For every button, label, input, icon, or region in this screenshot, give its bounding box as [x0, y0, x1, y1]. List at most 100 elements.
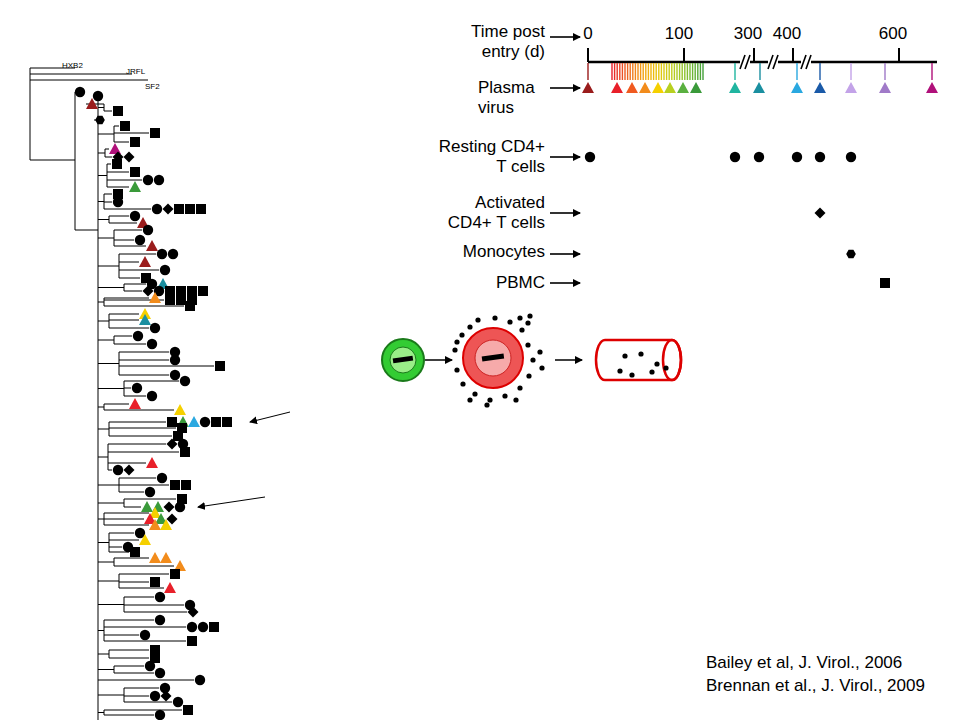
figure-part — [107, 187, 129, 188]
figure-part — [622, 353, 627, 358]
figure-part — [104, 410, 174, 411]
sample-symbol — [164, 502, 175, 513]
figure-part — [517, 385, 522, 390]
figure-part — [475, 340, 511, 376]
sample-symbol — [160, 519, 172, 530]
sample-symbol — [113, 465, 123, 475]
figure-part — [98, 266, 119, 267]
sample-symbol — [170, 480, 180, 490]
figure-part — [588, 61, 937, 64]
figure-part — [104, 209, 151, 210]
figure-part — [467, 397, 472, 402]
figure-part — [622, 63, 623, 80]
sample-symbol — [124, 152, 135, 163]
figure-part — [460, 381, 465, 386]
figure-part — [119, 270, 159, 271]
row-label: Time post entry (d) — [450, 22, 545, 63]
sample-symbol — [170, 569, 180, 579]
figure-part — [109, 533, 134, 534]
sample-symbol — [846, 152, 856, 162]
axis-tick-label: 0 — [579, 24, 597, 44]
figure-part — [700, 63, 701, 80]
figure-part — [550, 253, 580, 255]
figure-part — [124, 388, 131, 389]
sample-symbol — [211, 417, 221, 427]
figure-part — [98, 519, 104, 520]
figure-part — [530, 357, 535, 362]
figure-part — [124, 284, 146, 285]
figure-part — [104, 519, 144, 520]
figure-part — [683, 48, 685, 62]
figure-part — [643, 63, 644, 80]
sample-symbol — [152, 204, 162, 214]
figure-part — [104, 194, 112, 195]
figure-part — [104, 627, 186, 628]
sample-symbol — [150, 128, 160, 138]
pointer-arrow — [198, 497, 265, 507]
figure-part — [114, 230, 142, 231]
figure-part — [684, 63, 685, 80]
figure-part — [661, 63, 662, 80]
figure-part — [459, 332, 464, 337]
figure-part — [656, 63, 657, 80]
figure-part — [587, 48, 589, 62]
sample-symbol — [129, 398, 141, 409]
row-label: PBMC — [465, 273, 545, 293]
figure-part — [119, 478, 156, 479]
sample-symbol — [585, 152, 595, 162]
sample-symbol — [183, 705, 193, 715]
sample-symbol — [143, 286, 154, 297]
row-label: Plasma virus — [478, 78, 553, 119]
sample-symbol — [149, 519, 161, 530]
figure-part — [114, 673, 154, 674]
sample-symbol — [150, 577, 160, 587]
figure-part — [614, 63, 615, 80]
sample-symbol — [176, 286, 186, 296]
figure-part — [663, 63, 664, 80]
figure-part — [104, 404, 129, 405]
figure-part — [109, 422, 166, 423]
figure-part — [98, 107, 104, 108]
figure-part — [98, 175, 107, 176]
figure-part — [98, 238, 114, 239]
sample-symbol — [149, 292, 161, 303]
sample-symbol — [582, 82, 594, 93]
sample-symbol — [167, 514, 178, 525]
figure-part — [645, 63, 646, 80]
figure-part — [773, 55, 778, 69]
figure-part — [669, 63, 670, 80]
figure-part — [637, 63, 638, 80]
figure-part — [124, 612, 187, 613]
sample-ticks — [588, 63, 932, 80]
figure-part — [30, 80, 148, 81]
figure-part — [630, 63, 631, 80]
axis-tick-label: 600 — [878, 24, 908, 44]
figure-part — [98, 712, 104, 713]
sample-symbol — [149, 552, 161, 563]
figure-part — [650, 63, 651, 80]
sample-symbol — [792, 152, 802, 162]
figure-part — [454, 367, 459, 372]
figure-part — [98, 134, 114, 135]
sample-symbol — [188, 416, 200, 427]
sample-symbol — [143, 175, 153, 185]
sample-symbol — [139, 314, 151, 325]
sample-symbol — [160, 265, 170, 275]
figure-part — [30, 74, 132, 75]
figure-part — [382, 339, 424, 381]
citation: Bailey et al, J. Virol., 2006 — [706, 653, 956, 673]
figure-part — [463, 328, 523, 388]
sample-symbol — [112, 159, 122, 169]
figure-part — [124, 396, 146, 397]
figure-part — [105, 157, 112, 158]
sample-symbol — [86, 98, 98, 109]
sample-symbol — [664, 82, 676, 93]
sample-symbol — [181, 480, 191, 490]
figure-part — [526, 373, 531, 378]
sample-symbol — [165, 286, 175, 296]
figure-part — [104, 641, 186, 642]
sample-symbol — [198, 622, 208, 632]
sample-symbol — [180, 447, 190, 457]
sample-symbol — [147, 391, 157, 401]
sample-symbol — [815, 152, 825, 162]
